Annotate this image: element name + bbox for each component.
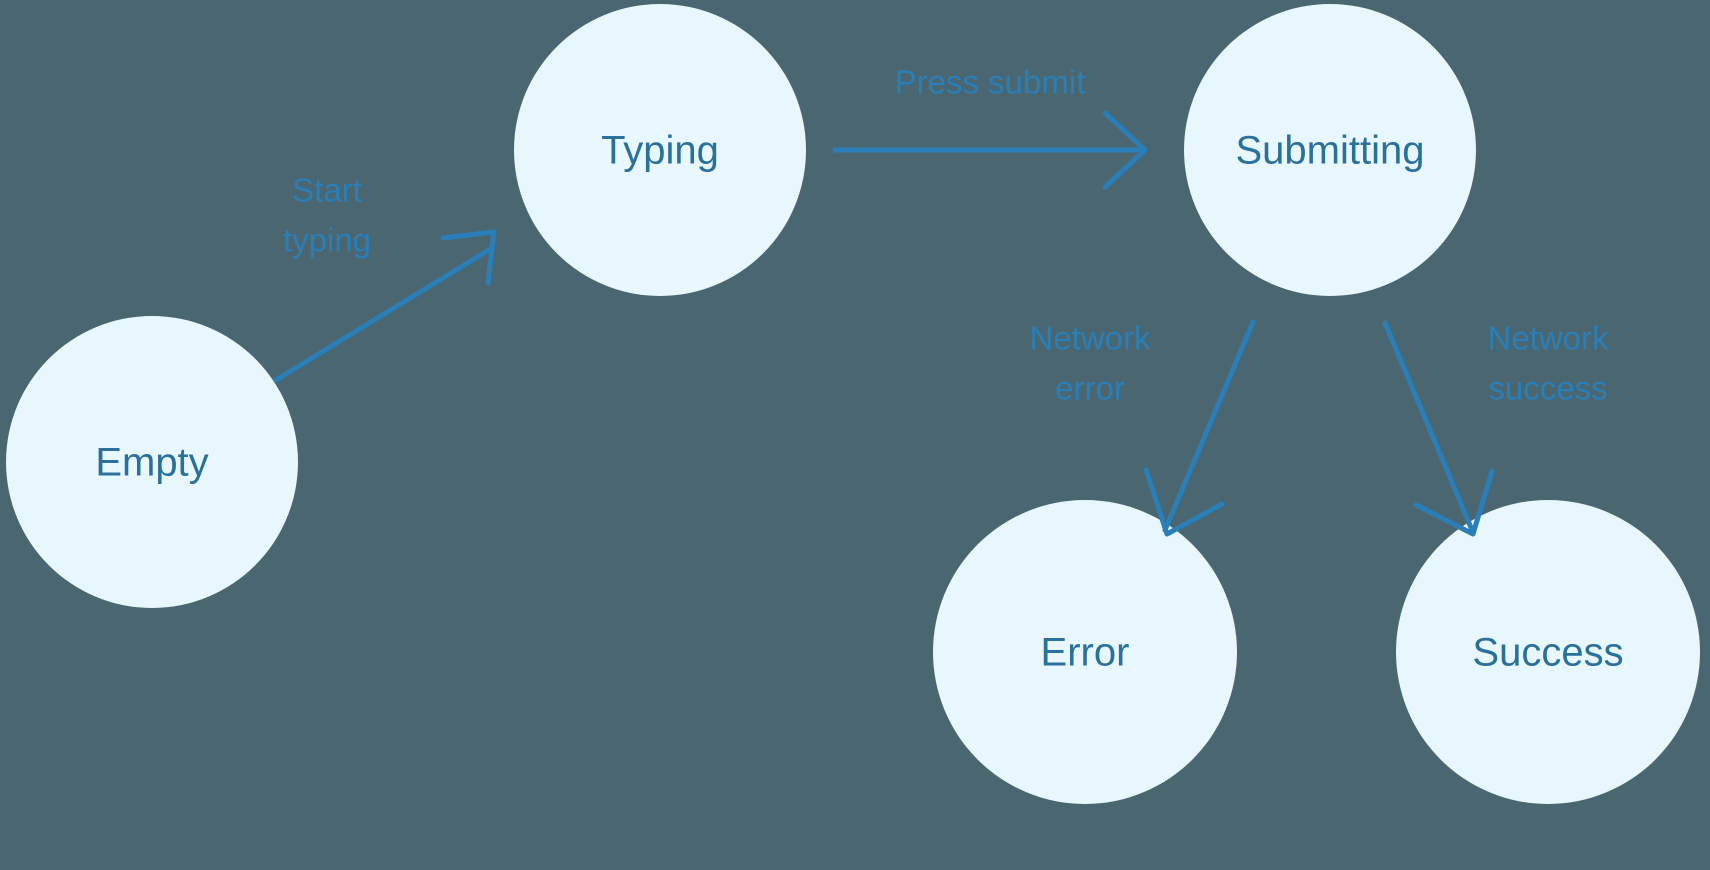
edge-submitting-to-error-label-line-2: error (1055, 370, 1125, 407)
node-empty-circle[interactable] (6, 316, 298, 608)
edge-empty-to-typing-label-line-2: typing (283, 222, 371, 259)
edge-empty-to-typing-line (273, 245, 495, 383)
edge-submitting-to-success: Network success (1382, 320, 1609, 537)
edge-empty-to-typing-label-line-1: Start (292, 172, 362, 209)
edge-typing-to-submitting: Press submit (832, 64, 1148, 190)
node-typing-circle[interactable] (514, 4, 806, 296)
node-submitting[interactable]: Submitting (1184, 4, 1476, 296)
edge-typing-to-submitting-label: Press submit (895, 64, 1086, 101)
edge-typing-to-submitting-arrowhead (1102, 110, 1148, 190)
edge-submitting-to-success-label-line-2: success (1488, 370, 1607, 407)
node-submitting-circle[interactable] (1184, 4, 1476, 296)
edge-submitting-to-error-label-line-1: Network (1029, 320, 1151, 357)
edge-submitting-to-success-label-line-1: Network (1487, 320, 1609, 357)
node-empty-label: Empty (95, 441, 208, 485)
node-success-label: Success (1472, 631, 1623, 675)
node-error-circle[interactable] (933, 500, 1237, 804)
node-typing-label: Typing (601, 129, 719, 173)
edge-submitting-to-success-arrowhead (1413, 468, 1495, 537)
edge-submitting-to-success-line (1382, 320, 1475, 533)
node-empty[interactable]: Empty (6, 316, 298, 608)
node-success[interactable]: Success (1396, 500, 1700, 804)
edge-empty-to-typing: Start typing (273, 172, 497, 383)
node-error-label: Error (1041, 631, 1130, 675)
node-error[interactable]: Error (933, 500, 1237, 804)
node-submitting-label: Submitting (1236, 129, 1425, 173)
edge-submitting-to-error-arrowhead (1143, 467, 1225, 537)
node-typing[interactable]: Typing (514, 4, 806, 296)
edge-submitting-to-error-line (1162, 319, 1256, 533)
edge-submitting-to-error: Network error (1029, 319, 1256, 537)
node-success-circle[interactable] (1396, 500, 1700, 804)
edge-empty-to-typing-arrowhead (440, 229, 497, 286)
